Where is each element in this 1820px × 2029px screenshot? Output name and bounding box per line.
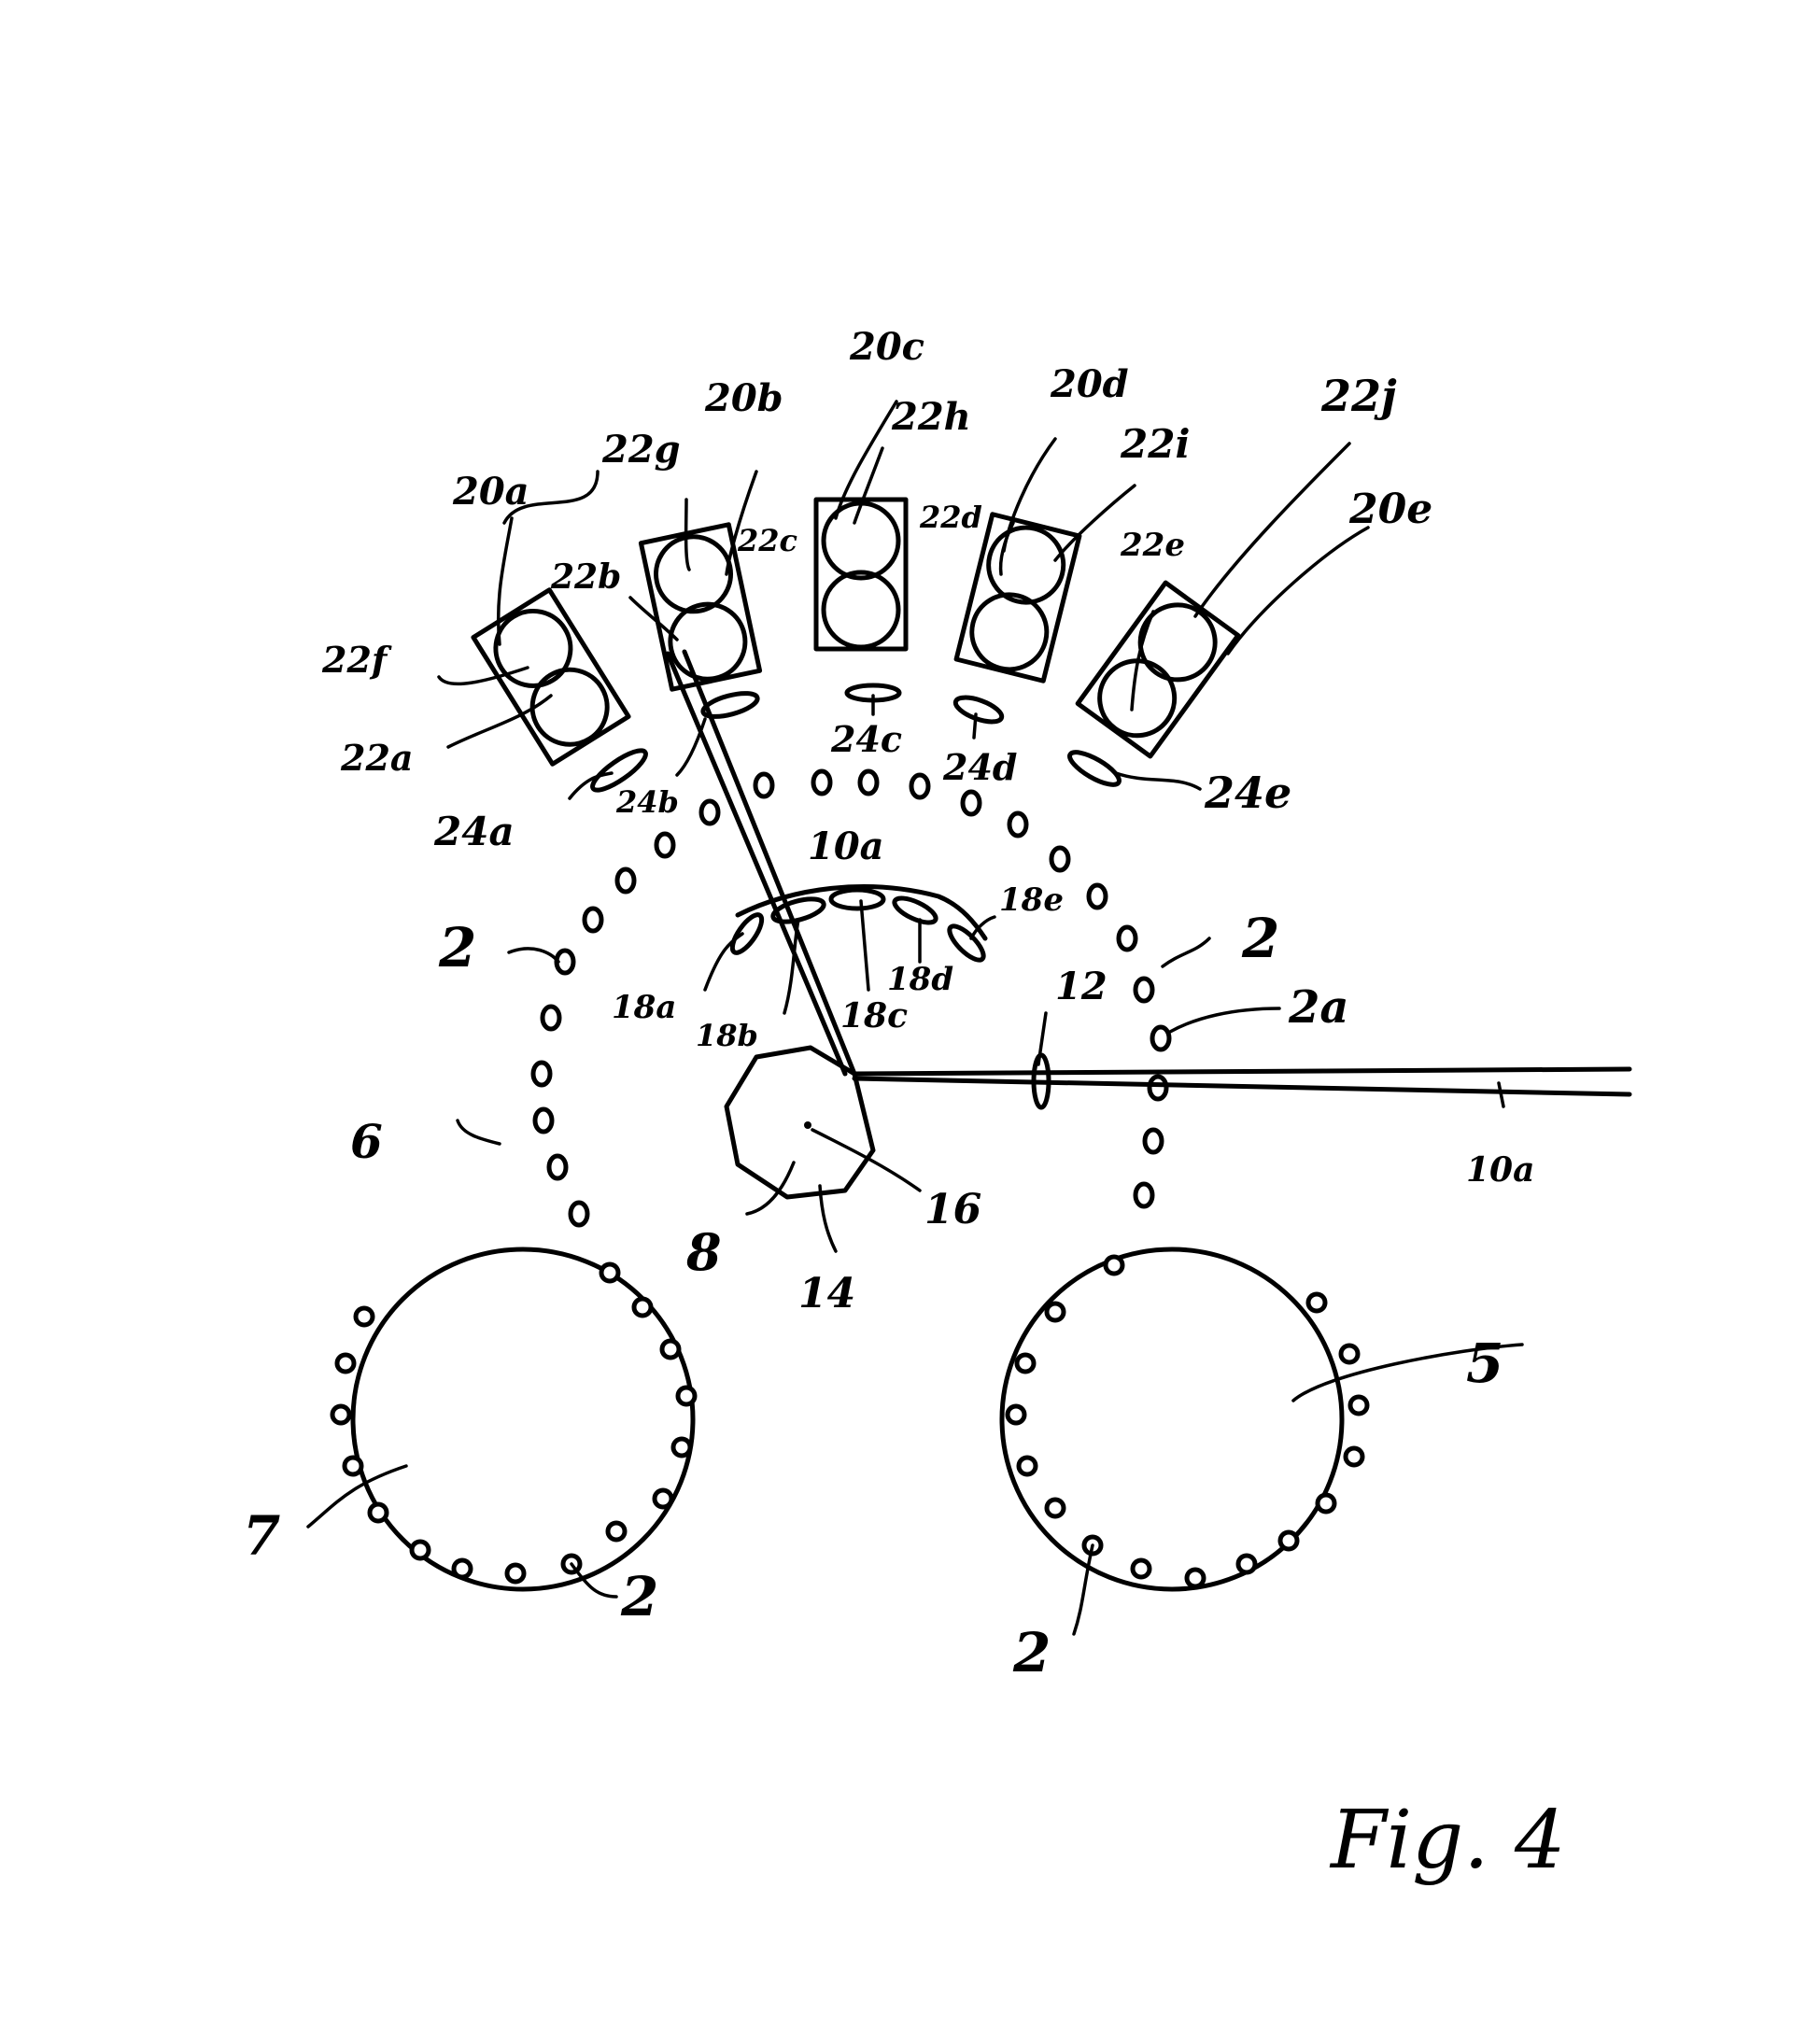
star-wheel-7 [306, 1247, 698, 1599]
label-18d: 18d [887, 961, 953, 998]
label-22a: 22a [340, 737, 414, 779]
label-22f: 22f [321, 639, 392, 681]
carrier-20a [471, 587, 631, 767]
carrier-20e [1075, 580, 1241, 759]
containers-2 [507, 768, 1281, 1228]
label-20d: 20d [1050, 362, 1129, 406]
label-6: 6 [350, 1114, 383, 1169]
label-20e: 20e [1348, 486, 1432, 533]
label-2-right: 2 [1241, 907, 1279, 970]
label-22h: 22h [891, 395, 971, 439]
label-18c: 18c [840, 996, 908, 1036]
label-24d: 24d [942, 746, 1017, 788]
label-7: 7 [243, 1504, 280, 1568]
label-22e: 22e [1120, 527, 1185, 564]
label-22d: 22d [919, 500, 982, 535]
label-18e: 18e [999, 881, 1064, 919]
carrier-20d [953, 512, 1082, 683]
grippers-18 [703, 884, 996, 1015]
star-wheel-5 [999, 1247, 1524, 1636]
label-24e: 24e [1204, 768, 1291, 818]
label-14: 14 [798, 1270, 855, 1317]
label-2-bottom-left: 2 [620, 1565, 658, 1628]
label-24c: 24c [830, 718, 902, 760]
label-2a: 2a [1288, 981, 1349, 1034]
label-2-left: 2 [438, 916, 476, 979]
label-22i: 22i [1120, 421, 1190, 467]
label-5: 5 [1466, 1332, 1503, 1395]
carrier-20c [813, 497, 909, 652]
label-24b: 24b [615, 784, 679, 820]
figure-caption: Fig. 4 [1329, 1794, 1566, 1887]
label-22g: 22g [601, 428, 681, 472]
label-10a-right: 10a [1466, 1150, 1534, 1190]
label-8: 8 [685, 1222, 722, 1282]
transfer-rod-10a [665, 649, 1632, 1097]
label-10a-rod: 10a [808, 824, 884, 868]
label-18b: 18b [696, 1018, 758, 1053]
label-20b: 20b [704, 376, 783, 420]
label-22j: 22j [1320, 371, 1397, 421]
label-2-bottom-right: 2 [1012, 1621, 1051, 1684]
reference-labels: 20a 20b 20c 20d 20e 22a 22b 22c 22d 22e … [243, 325, 1534, 1684]
grippers-24 [568, 683, 1202, 800]
label-20c: 20c [849, 325, 924, 369]
label-16: 16 [924, 1186, 981, 1233]
label-18a: 18a [612, 989, 676, 1026]
label-24a: 24a [433, 809, 515, 854]
leader-lines [437, 400, 1370, 749]
label-22b: 22b [550, 557, 621, 597]
rotary-drive-14 [456, 1045, 922, 1253]
label-20a: 20a [452, 470, 529, 514]
label-12: 12 [1055, 965, 1108, 1008]
label-22c: 22c [737, 523, 797, 558]
wheel-12 [1031, 1052, 1051, 1110]
